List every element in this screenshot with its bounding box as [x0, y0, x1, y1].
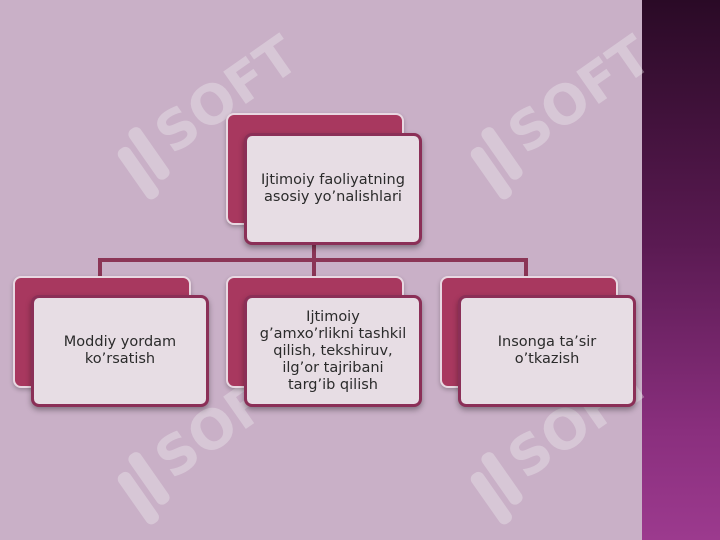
root-node-label: Ijtimoiy faoliyatning asosiy yo’nalishla… — [261, 172, 405, 205]
child-node-social-care: Ijtimoiy g’amxo’rlikni tashkil qilish, t… — [244, 295, 422, 407]
watermark-logo: SOFT — [445, 10, 645, 200]
child-node-label: Moddiy yordam ko’rsatish — [63, 334, 177, 367]
connector-middle-branch — [312, 258, 316, 278]
root-node: Ijtimoiy faoliyatning asosiy yo’nalishla… — [244, 133, 422, 245]
svg-text:SOFT: SOFT — [497, 23, 645, 166]
soft-logo-icon: SOFT — [470, 23, 645, 200]
connector-root-down — [312, 243, 316, 259]
child-node-material-aid: Moddiy yordam ko’rsatish — [31, 295, 209, 407]
child-node-label: Insonga ta’sir o’tkazish — [497, 334, 597, 367]
connector-right-branch — [524, 258, 528, 278]
child-node-label: Ijtimoiy g’amxo’rlikni tashkil qilish, t… — [259, 308, 407, 393]
child-node-influence: Insonga ta’sir o’tkazish — [458, 295, 636, 407]
side-accent-band — [642, 0, 720, 540]
connector-left-branch — [98, 258, 102, 278]
